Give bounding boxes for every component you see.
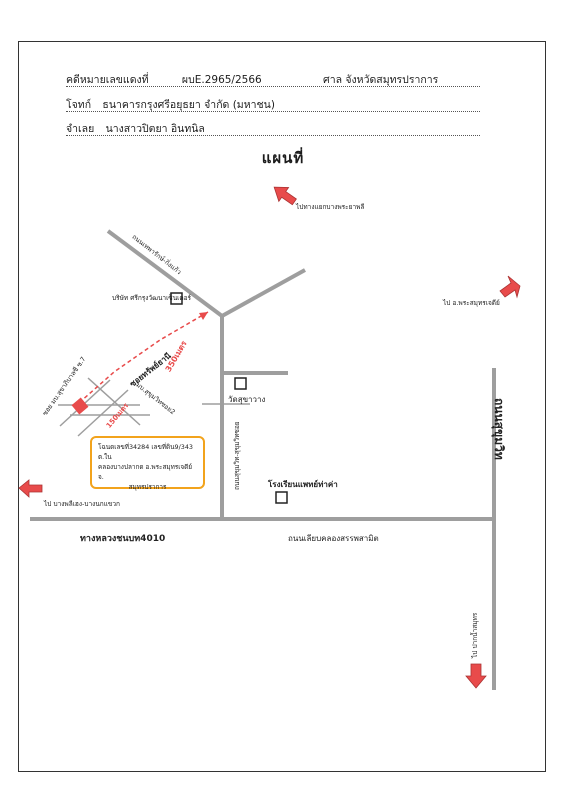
route-arrowhead — [199, 312, 208, 320]
label-highway: ทางหลวงชนบท4010 — [80, 534, 166, 544]
label-to-paknam: ไป ปากน้ำสมุทร — [471, 612, 479, 658]
note-line-1: โฉนดเลขที่34284 เลขที่ดิน9/343 ต.ใน — [98, 443, 193, 461]
map-title: แผนที่ — [261, 149, 305, 167]
defendant-row: จำเลย นางสาวปิตยา อินทนิล — [66, 120, 205, 137]
label-main-road-vertical: ถนนสุขุมวิท — [492, 398, 506, 460]
defendant-name: นางสาวปิตยา อินทนิล — [105, 123, 205, 135]
arrow-down-icon — [465, 663, 487, 689]
note-line-2: คลองบางปลากด อ.พระสมุทรเจดีย์ จ. — [98, 462, 193, 481]
road-thepharak — [106, 229, 224, 318]
road-network — [30, 229, 496, 690]
case-label: คดีหมายเลขแดงที่ — [66, 74, 149, 86]
label-to-bangbo: ไปทางแยกบางพระยาพลี — [296, 203, 365, 211]
label-to-bangphli: ไป บางพลีเฮง-บางนกแขวก — [44, 500, 120, 508]
court-name: ศาล จังหวัดสมุทรปราการ — [323, 74, 439, 86]
plaintiff-label: โจทก์ — [66, 99, 92, 111]
label-wat: วัดสุขาวาง — [228, 395, 266, 404]
defendant-label: จำเลย — [66, 123, 95, 135]
wat-building-icon — [234, 377, 247, 390]
arrow-up-right-icon — [499, 275, 521, 299]
document-frame — [18, 41, 546, 772]
hospital-building-icon — [275, 491, 288, 504]
plaintiff-row: โจทก์ ธนาคารกรุงศรีอยุธยา จำกัด (มหาชน) — [66, 96, 275, 113]
plaintiff-name: ธนาคารกรุงศรีอยุธยา จำกัด (มหาชน) — [102, 99, 275, 111]
arrow-left-icon — [18, 479, 43, 498]
label-hospital: โรงเรียนแพทย์ท่าค่า — [268, 480, 338, 489]
defendant-dotted-line — [66, 135, 480, 136]
label-suk-road-vertical: ถนนสุขุมวิท-สุขุมวิทซอย — [233, 421, 241, 490]
road-northeast — [221, 268, 306, 318]
company-building-icon — [170, 292, 183, 305]
target-location-icon — [71, 397, 89, 415]
note-line-3: สมุทรปราการ — [128, 482, 167, 491]
label-company: บริษัท ศรีกรุงวัฒนาเซ็นเตอร์ — [112, 294, 191, 302]
direction-arrows — [18, 186, 521, 689]
label-to-phrasamut: ไป อ.พระสมุทรเจดีย์ — [443, 299, 500, 307]
case-dotted-line — [66, 86, 480, 87]
label-canal-road: ถนนเลียบคลองสรรพสามิต — [288, 534, 379, 543]
plaintiff-dotted-line — [66, 111, 480, 112]
case-row: คดีหมายเลขแดงที่ ผบE.2965/2566 ศาล จังหว… — [66, 71, 438, 88]
title-deed-note: โฉนดเลขที่34284 เลขที่ดิน9/343 ต.ใน คลอง… — [90, 436, 205, 491]
case-number: ผบE.2965/2566 — [181, 74, 262, 86]
arrow-up-left-icon — [273, 186, 297, 206]
dashed-route — [79, 311, 209, 403]
